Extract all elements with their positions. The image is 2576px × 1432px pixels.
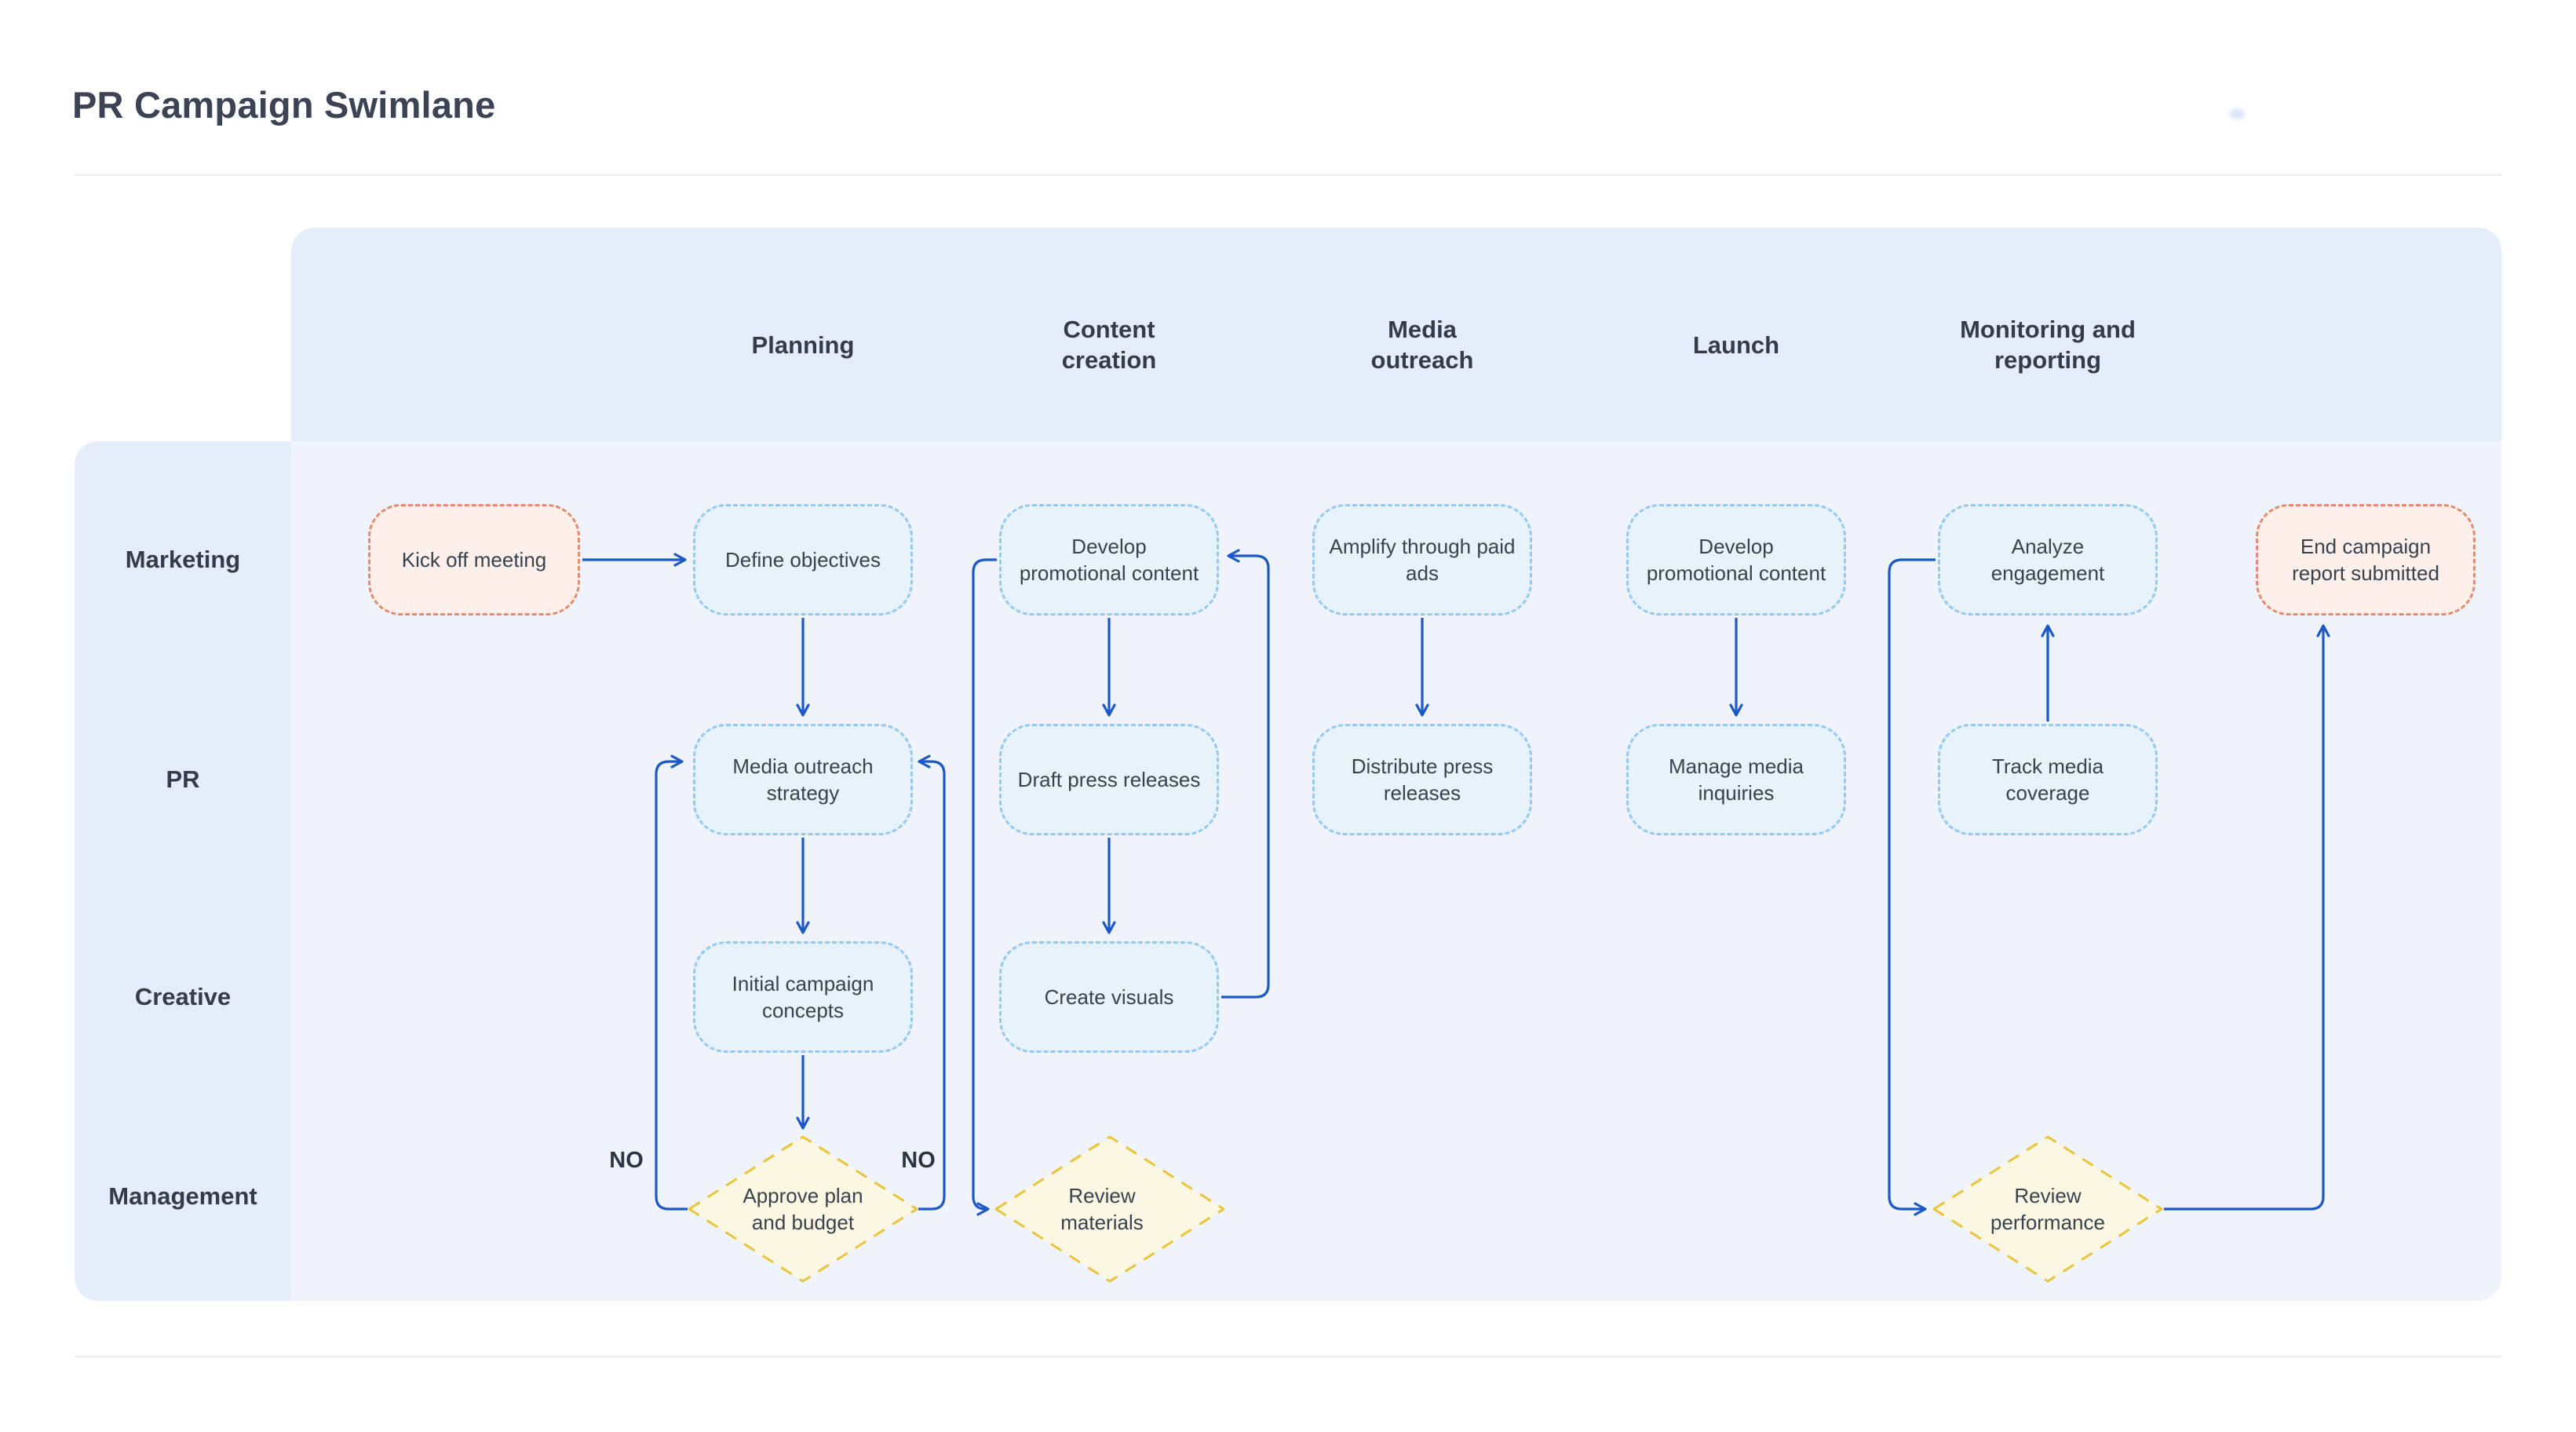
lane-label-sidebar: [75, 441, 291, 1301]
node-create-visuals[interactable]: Create visuals: [999, 941, 1219, 1053]
node-track-media-coverage[interactable]: Track media coverage: [1938, 724, 2158, 835]
node-distribute-press-releases[interactable]: Distribute press releases: [1312, 724, 1532, 835]
column-header-planning: Planning: [751, 331, 855, 359]
top-divider: [75, 174, 2501, 176]
node-amplify-through-paid-ads[interactable]: Amplify through paid ads: [1312, 504, 1532, 616]
node-kick-off-meeting[interactable]: Kick off meeting: [368, 504, 580, 616]
column-header-launch: Launch: [1692, 331, 1780, 359]
node-develop-promotional-content-1[interactable]: Develop promotional content: [999, 504, 1219, 616]
edge-label-no-right: NO: [901, 1148, 936, 1173]
decision-review-materials-label: Review materials: [1060, 1183, 1144, 1234]
node-manage-media-inquiries[interactable]: Manage media inquiries: [1626, 724, 1846, 835]
decision-approve-plan-and-budget-label: Approve plan and budget: [743, 1183, 863, 1234]
lane-label-creative: Creative: [134, 983, 232, 1010]
node-end-campaign-report-submitted[interactable]: End campaign report submitted: [2256, 504, 2476, 616]
edge-label-no-left: NO: [609, 1148, 644, 1173]
lane-label-pr: PR: [166, 765, 200, 793]
column-header-content-creation: Content creation: [1061, 316, 1157, 374]
decision-review-performance-label: Review performance: [1990, 1183, 2105, 1234]
node-draft-press-releases[interactable]: Draft press releases: [999, 724, 1219, 835]
column-header-monitoring-and-reporting: Monitoring and reporting: [1960, 316, 2136, 374]
column-header-band: [291, 228, 2501, 441]
lane-label-marketing: Marketing: [125, 546, 241, 573]
column-header-media-outreach: Media outreach: [1370, 316, 1474, 374]
lane-label-management: Management: [108, 1182, 257, 1210]
node-analyze-engagement[interactable]: Analyze engagement: [1938, 504, 2158, 616]
node-develop-promotional-content-2[interactable]: Develop promotional content: [1626, 504, 1846, 616]
bottom-divider: [75, 1356, 2501, 1357]
watermark-dot: [2229, 108, 2245, 119]
node-define-objectives[interactable]: Define objectives: [693, 504, 913, 616]
page-title: PR Campaign Swimlane: [72, 84, 496, 126]
node-initial-campaign-concepts[interactable]: Initial campaign concepts: [693, 941, 913, 1053]
node-media-outreach-strategy[interactable]: Media outreach strategy: [693, 724, 913, 835]
